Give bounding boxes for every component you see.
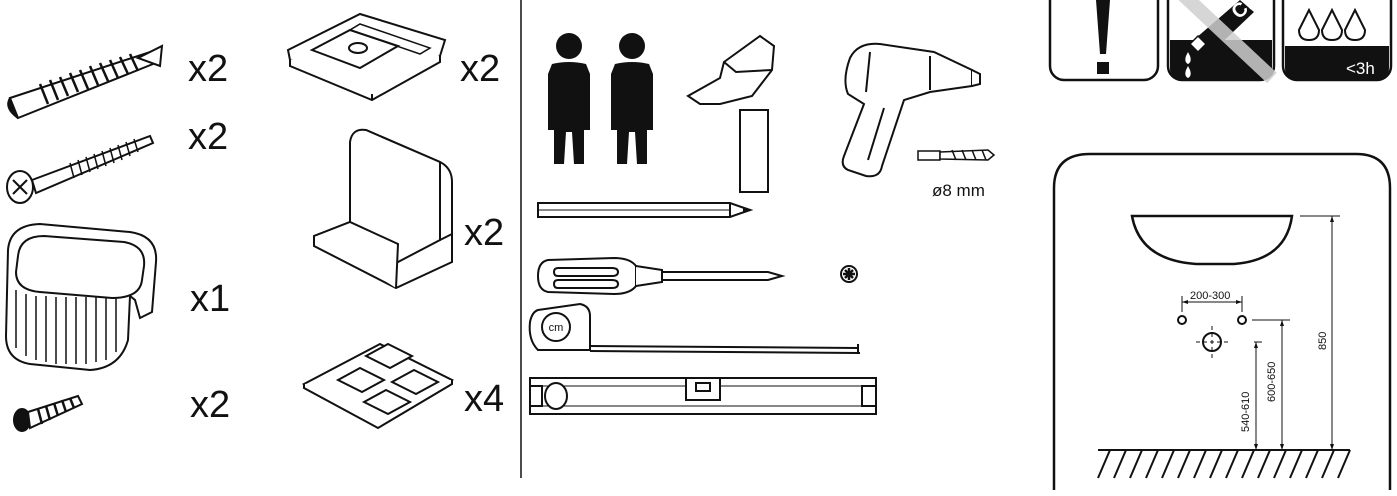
spirit-level-icon <box>529 377 877 415</box>
caution-icon <box>1048 0 1160 82</box>
qty-small-screw: x2 <box>190 384 231 426</box>
qty-screw: x2 <box>188 116 229 158</box>
angle-bracket-icon <box>313 128 453 290</box>
screw-icon <box>6 134 155 204</box>
qty-cover-cap: x1 <box>190 278 231 320</box>
drying-time-icon <box>1281 0 1393 82</box>
hammer-icon <box>686 34 776 193</box>
no-chlorine-icon <box>1166 0 1277 84</box>
fixing-hole-left <box>1177 315 1187 325</box>
cure-time-label: <3h <box>1346 59 1375 78</box>
qty-mounting-plate: x2 <box>460 48 501 90</box>
dim-hole-height: 600-650 <box>1266 361 1278 402</box>
drill-bit-size: ø8 mm <box>932 181 985 200</box>
tape-measure-unit: cm <box>549 322 564 334</box>
small-screw-icon <box>13 394 84 432</box>
pencil-icon <box>537 202 754 218</box>
dim-basin-height: 850 <box>1317 331 1329 350</box>
torx-icon <box>840 265 858 283</box>
qty-rubber-pads: x4 <box>464 378 505 420</box>
wall-plug-icon <box>7 44 164 120</box>
mounting-plate-icon <box>286 12 447 102</box>
basin-outline <box>1130 214 1294 266</box>
two-persons-icon <box>548 33 653 164</box>
screwdriver-icon <box>536 256 786 296</box>
rubber-pads-icon <box>301 342 455 430</box>
cover-cap-icon <box>4 222 158 372</box>
installation-diagram <box>1052 152 1392 490</box>
tape-measure-icon: cm <box>528 302 861 354</box>
floor-hatch <box>1097 449 1351 479</box>
drill-icon <box>841 42 981 178</box>
dim-drain-height: 540-610 <box>1240 391 1252 432</box>
drill-bit-icon <box>917 149 996 161</box>
qty-angle-bracket: x2 <box>464 212 505 254</box>
fixing-hole-right <box>1237 315 1247 325</box>
qty-wall-plug: x2 <box>188 48 229 90</box>
dim-hole-spacing: 200-300 <box>1190 290 1231 302</box>
